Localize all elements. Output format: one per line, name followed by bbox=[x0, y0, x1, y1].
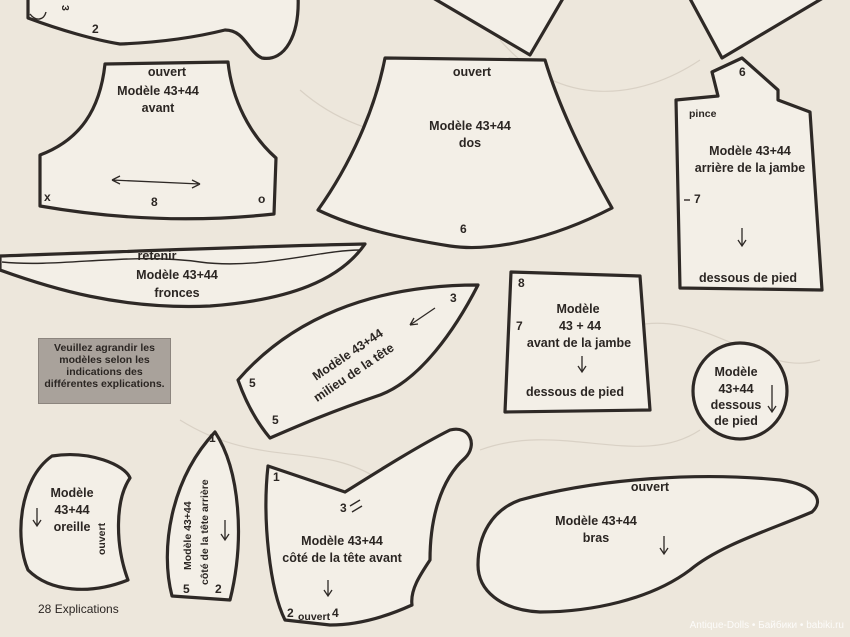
label-ruffle-top: retenir bbox=[138, 249, 177, 263]
mark-2: 2 bbox=[92, 22, 99, 36]
mark-5b: 5 bbox=[272, 413, 279, 427]
piece-arm: ouvert Modèle 43+44 bras bbox=[476, 475, 819, 614]
grain-arrow bbox=[323, 580, 333, 598]
label-front-open: ouvert bbox=[148, 65, 187, 79]
grain-arrow bbox=[577, 356, 587, 374]
section-title: Explications bbox=[54, 602, 119, 616]
label-leg-front-model-b: 43 + 44 bbox=[559, 319, 601, 333]
label-head-side-back-model: Modèle 43+44 bbox=[182, 501, 194, 570]
grain-arrow bbox=[220, 520, 230, 542]
mark-8: 8 bbox=[151, 195, 158, 209]
label-back-name: dos bbox=[459, 136, 481, 150]
instruction-note: Veuillez agrandir les modèles selon les … bbox=[38, 338, 171, 404]
page-footer: 28 Explications bbox=[38, 602, 119, 616]
watermark: Antique-Dolls • Байбики • babiki.ru bbox=[689, 620, 844, 631]
label-arm-model: Modèle 43+44 bbox=[555, 514, 637, 528]
grain-arrow bbox=[767, 385, 777, 414]
label-sole-2: 43+44 bbox=[718, 382, 753, 396]
piece-head-side-back: 1 Modèle 43+44 côté de la tête arrière 5… bbox=[165, 430, 241, 602]
mark-4: 4 bbox=[332, 606, 339, 620]
page-number: 28 bbox=[38, 602, 52, 616]
label-back-open: ouvert bbox=[453, 65, 492, 79]
mark-1: 1 bbox=[209, 431, 216, 445]
mark-3-head: 3 bbox=[450, 291, 457, 305]
note-line-4: différentes explications. bbox=[44, 378, 165, 390]
label-ear-model-a: Modèle bbox=[50, 486, 93, 500]
label-leg-front-name: avant de la jambe bbox=[527, 336, 631, 350]
mark-1-front: 1 bbox=[273, 470, 280, 484]
label-leg-back-name: arrière de la jambe bbox=[695, 161, 806, 175]
grain-arrow bbox=[111, 175, 201, 189]
label-head-side-front-name: côté de la tête avant bbox=[282, 551, 402, 565]
mark-6-leg: 6 bbox=[739, 65, 746, 79]
piece-head-side-front: 1 3 Modèle 43+44 côté de la tête avant 2… bbox=[264, 427, 473, 627]
label-leg-back-bottom: dessous de pied bbox=[699, 271, 797, 285]
grain-arrow bbox=[32, 508, 42, 528]
label-pince: pince bbox=[689, 108, 717, 120]
piece-top-center bbox=[433, 0, 823, 60]
label-leg-back-model: Modèle 43+44 bbox=[709, 144, 791, 158]
mark-5a: 5 bbox=[249, 376, 256, 390]
label-ruffle-name: fronces bbox=[154, 286, 199, 300]
piece-sole: Modèle 43+44 dessous de pied bbox=[691, 341, 789, 441]
piece-front: ouvert Modèle 43+44 avant x 8 o bbox=[38, 60, 278, 221]
label-leg-front-bottom: dessous de pied bbox=[526, 385, 624, 399]
grain-arrow bbox=[659, 536, 669, 556]
mark-2-side: 2 bbox=[215, 582, 222, 596]
grain-arrow bbox=[737, 228, 747, 248]
label-leg-front-model-a: Modèle bbox=[556, 302, 599, 316]
piece-back: ouvert Modèle 43+44 dos 6 bbox=[316, 56, 614, 250]
mark-7-leg: 7 bbox=[516, 319, 523, 333]
piece-head-middle: 3 Modèle 43+44 milieu de la tête 5 5 bbox=[236, 283, 480, 440]
mark-x: x bbox=[44, 190, 51, 204]
label-head-side-front-model: Modèle 43+44 bbox=[301, 534, 383, 548]
label-ruffle-model: Modèle 43+44 bbox=[136, 268, 218, 282]
mark-o: o bbox=[258, 192, 265, 206]
label-ear-model-b: 43+44 bbox=[54, 503, 89, 517]
label-back-model: Modèle 43+44 bbox=[429, 119, 511, 133]
mark-2-front: 2 bbox=[287, 606, 294, 620]
piece-leg-back: 6 pince Modèle 43+44 arrière de la jambe… bbox=[674, 56, 824, 292]
label-ear-side: ouvert bbox=[96, 522, 108, 555]
label-head-side-front-open: ouvert bbox=[298, 611, 331, 623]
mark-3: 3 bbox=[59, 5, 71, 11]
label-arm-name: bras bbox=[583, 531, 609, 545]
mark-8-leg: 8 bbox=[518, 276, 525, 290]
label-front-name: avant bbox=[142, 101, 175, 115]
note-line-2: modèles selon les bbox=[59, 354, 150, 366]
note-line-3: indications des bbox=[66, 366, 143, 378]
mark-3-front: 3 bbox=[340, 501, 347, 515]
note-line-1: Veuillez agrandir les bbox=[54, 342, 155, 354]
label-sole-1: Modèle bbox=[714, 365, 757, 379]
grain-arrow bbox=[409, 307, 436, 326]
label-sole-3: dessous bbox=[711, 398, 762, 412]
label-sole-4: de pied bbox=[714, 414, 758, 428]
label-arm-open: ouvert bbox=[631, 480, 670, 494]
label-head-side-back-name: côté de la tête arrière bbox=[199, 479, 211, 585]
piece-ruffle: retenir Modèle 43+44 fronces bbox=[0, 242, 367, 309]
mark-5-side: 5 bbox=[183, 582, 190, 596]
mark-6: 6 bbox=[460, 222, 467, 236]
piece-top-left: 2 3 bbox=[26, 0, 300, 60]
piece-leg-front: 8 7 Modèle 43 + 44 avant de la jambe des… bbox=[503, 270, 652, 414]
mark-7: 7 bbox=[694, 192, 701, 206]
label-ear-name: oreille bbox=[54, 520, 91, 534]
label-front-model: Modèle 43+44 bbox=[117, 84, 199, 98]
piece-ear: Modèle 43+44 oreille ouvert bbox=[19, 453, 132, 591]
